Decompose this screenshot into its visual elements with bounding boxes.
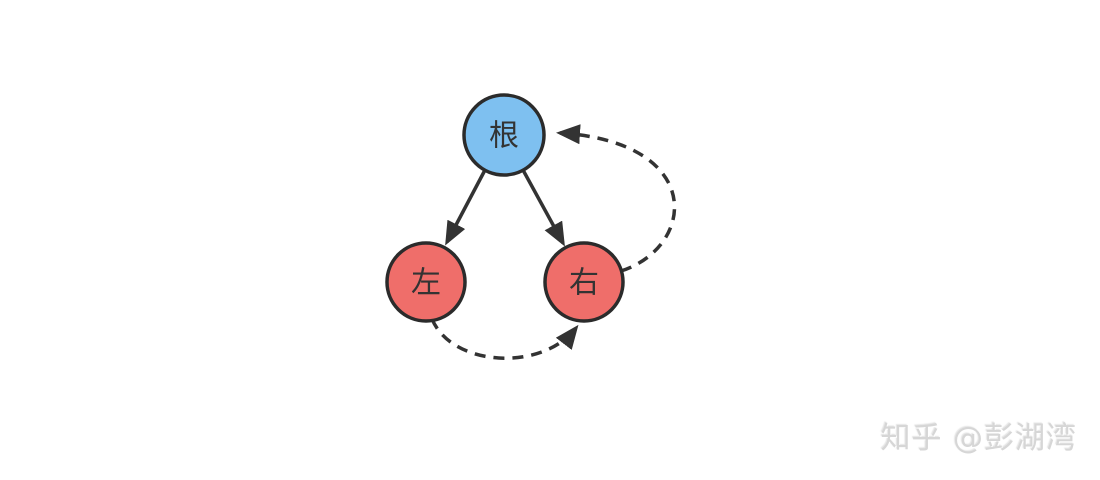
left-node-circle xyxy=(385,241,467,323)
left-node: 左 xyxy=(385,241,467,323)
watermark: 知乎 @彭湖湾 xyxy=(880,421,1077,456)
root-node-label: 根 xyxy=(489,119,519,154)
left-node-label: 左 xyxy=(411,266,441,301)
right-node-label: 右 xyxy=(569,266,599,301)
edge-root-to-left xyxy=(445,169,487,246)
edge-root-to-right xyxy=(521,169,565,247)
dashed-edge-left-to-right xyxy=(430,318,579,360)
right-node: 右 xyxy=(543,241,625,323)
root-node: 根 xyxy=(462,93,546,177)
dashed-edge-right-to-root xyxy=(556,124,677,273)
right-node-circle xyxy=(543,241,625,323)
root-node-circle xyxy=(462,93,546,177)
